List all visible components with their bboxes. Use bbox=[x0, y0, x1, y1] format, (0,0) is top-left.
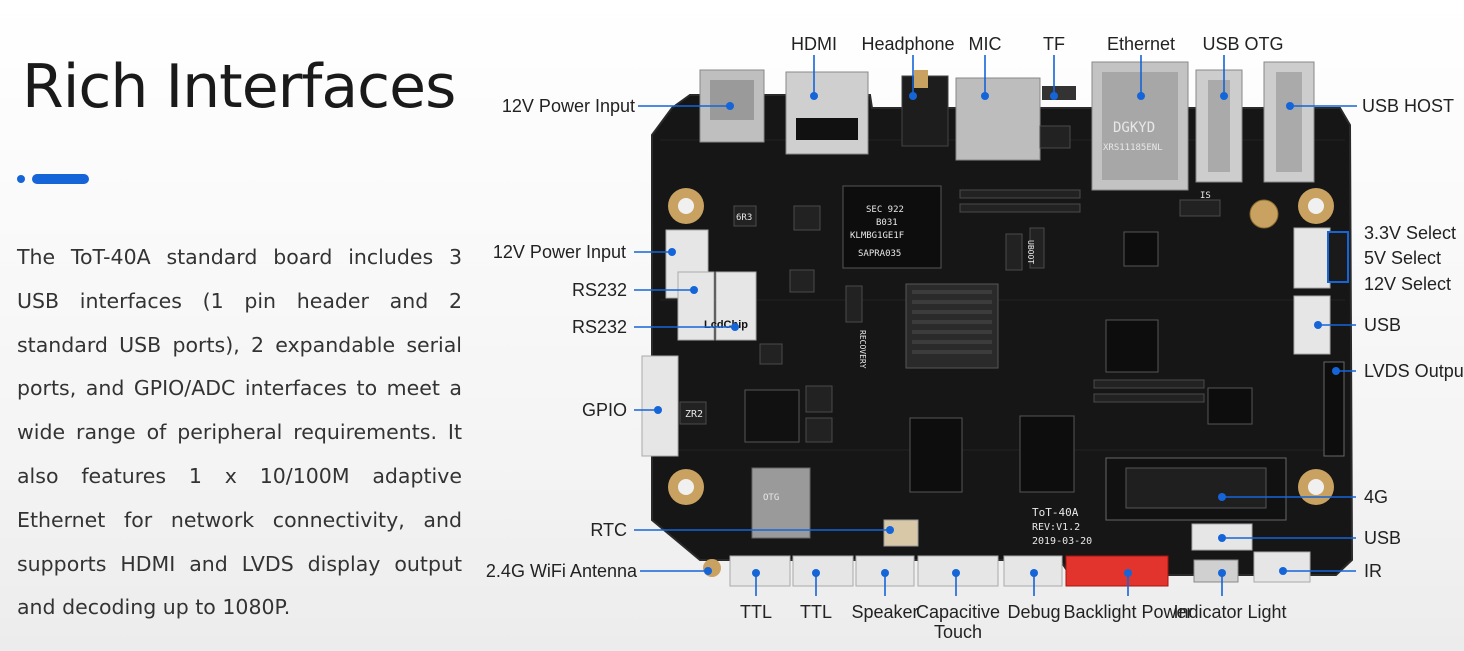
label-12v-select: 12V Select bbox=[1364, 274, 1451, 294]
label-usb-right: USB bbox=[1364, 315, 1401, 335]
label-rtc: RTC bbox=[590, 520, 627, 540]
label-hdmi: HDMI bbox=[791, 34, 837, 54]
inductor-mark: 6R3 bbox=[736, 213, 752, 223]
silk-model: ToT-40A bbox=[1032, 506, 1079, 519]
lvds-chip bbox=[1105, 319, 1159, 373]
pcb-board: DGKYD XRS11185ENL IS SEC 922 B031 KLMBG1… bbox=[641, 61, 1354, 587]
label-debug: Debug bbox=[1007, 602, 1060, 622]
backlight-connector bbox=[1065, 555, 1169, 587]
label-usb-bottom: USB bbox=[1364, 528, 1401, 548]
indicator-header bbox=[1193, 559, 1239, 583]
label-speaker: Speaker bbox=[851, 602, 918, 622]
title-accent bbox=[17, 174, 89, 184]
label-wifi-antenna: 2.4G WiFi Antenna bbox=[486, 561, 638, 581]
label-usb-otg: USB OTG bbox=[1202, 34, 1283, 54]
voltage-jumper bbox=[1327, 231, 1349, 283]
callout-lines bbox=[634, 55, 1357, 596]
label-3v3-select: 3.3V Select bbox=[1364, 223, 1456, 243]
lvds-header bbox=[1323, 361, 1345, 457]
board-description: The ToT-40A standard board includes 3 US… bbox=[17, 245, 462, 620]
ir-header bbox=[1253, 551, 1311, 583]
emmc-chip bbox=[842, 185, 942, 269]
rj45-mark: DGKYD bbox=[1113, 120, 1155, 136]
passive-components bbox=[679, 125, 1221, 443]
label-lvds: LVDS Output bbox=[1364, 361, 1464, 381]
uboot-mark: UBOOT bbox=[1026, 240, 1035, 264]
accent-bar bbox=[32, 174, 89, 184]
label-backlight: Backlight Power bbox=[1063, 602, 1192, 622]
buzzer bbox=[1249, 199, 1279, 229]
emmc-mark-2: B031 bbox=[876, 218, 898, 228]
silk-revision: REV:V1.2 bbox=[1032, 522, 1080, 533]
otg-silk: IS bbox=[1200, 191, 1211, 201]
emmc-mark-1: SEC 922 bbox=[866, 205, 904, 215]
hdmi-port bbox=[785, 71, 869, 155]
heatsink bbox=[905, 283, 999, 369]
small-chip bbox=[1207, 387, 1253, 425]
silk-date: 2019-03-20 bbox=[1032, 536, 1092, 547]
label-rs232-a: RS232 bbox=[572, 280, 627, 300]
rs232-header-1 bbox=[677, 271, 715, 341]
label-usb-host: USB HOST bbox=[1362, 96, 1454, 116]
emmc-mark-4: SAPRA035 bbox=[858, 249, 901, 259]
label-ttl-b: TTL bbox=[800, 602, 832, 622]
callout-labels: HDMI Headphone MIC TF Ethernet USB OTG 1… bbox=[486, 34, 1464, 642]
label-tf: TF bbox=[1043, 34, 1065, 54]
label-headphone: Headphone bbox=[861, 34, 954, 54]
accent-dot bbox=[17, 175, 25, 183]
label-rs232-b: RS232 bbox=[572, 317, 627, 337]
emmc-mark-3: KLMBG1GE1F bbox=[850, 231, 904, 241]
recovery-mark: RECOVERY bbox=[858, 330, 867, 369]
label-4g: 4G bbox=[1364, 487, 1388, 507]
watermark-text: LcdChip bbox=[704, 319, 748, 331]
ttl-header-2 bbox=[792, 555, 854, 587]
ttl-header-1 bbox=[729, 555, 791, 587]
label-ethernet: Ethernet bbox=[1107, 34, 1175, 54]
rj45-part: XRS11185ENL bbox=[1103, 143, 1163, 153]
label-power-top: 12V Power Input bbox=[502, 96, 635, 116]
label-touch-line2: Touch bbox=[934, 622, 982, 642]
zr2-mark: ZR2 bbox=[685, 409, 703, 420]
page-title: Rich Interfaces bbox=[22, 52, 456, 122]
tf-slot bbox=[955, 77, 1041, 161]
label-ir: IR bbox=[1364, 561, 1382, 581]
ram-chip-1 bbox=[909, 417, 963, 493]
label-touch-line1: Capacitive bbox=[916, 602, 1000, 622]
wifi-module bbox=[751, 467, 811, 539]
label-mic: MIC bbox=[969, 34, 1002, 54]
voltage-select-header bbox=[1293, 227, 1331, 289]
pmic-chip bbox=[1123, 231, 1159, 267]
label-gpio: GPIO bbox=[582, 400, 627, 420]
gpio-header bbox=[641, 355, 679, 457]
label-5v-select: 5V Select bbox=[1364, 248, 1441, 268]
label-indicator: Indicator Light bbox=[1173, 602, 1286, 622]
wifi-mark: OTG bbox=[763, 493, 779, 503]
label-ttl-a: TTL bbox=[740, 602, 772, 622]
audio-codec-chip bbox=[744, 389, 800, 443]
ram-chip-2 bbox=[1019, 415, 1075, 493]
label-power-side: 12V Power Input bbox=[493, 242, 626, 262]
mounting-holes bbox=[668, 188, 1334, 505]
